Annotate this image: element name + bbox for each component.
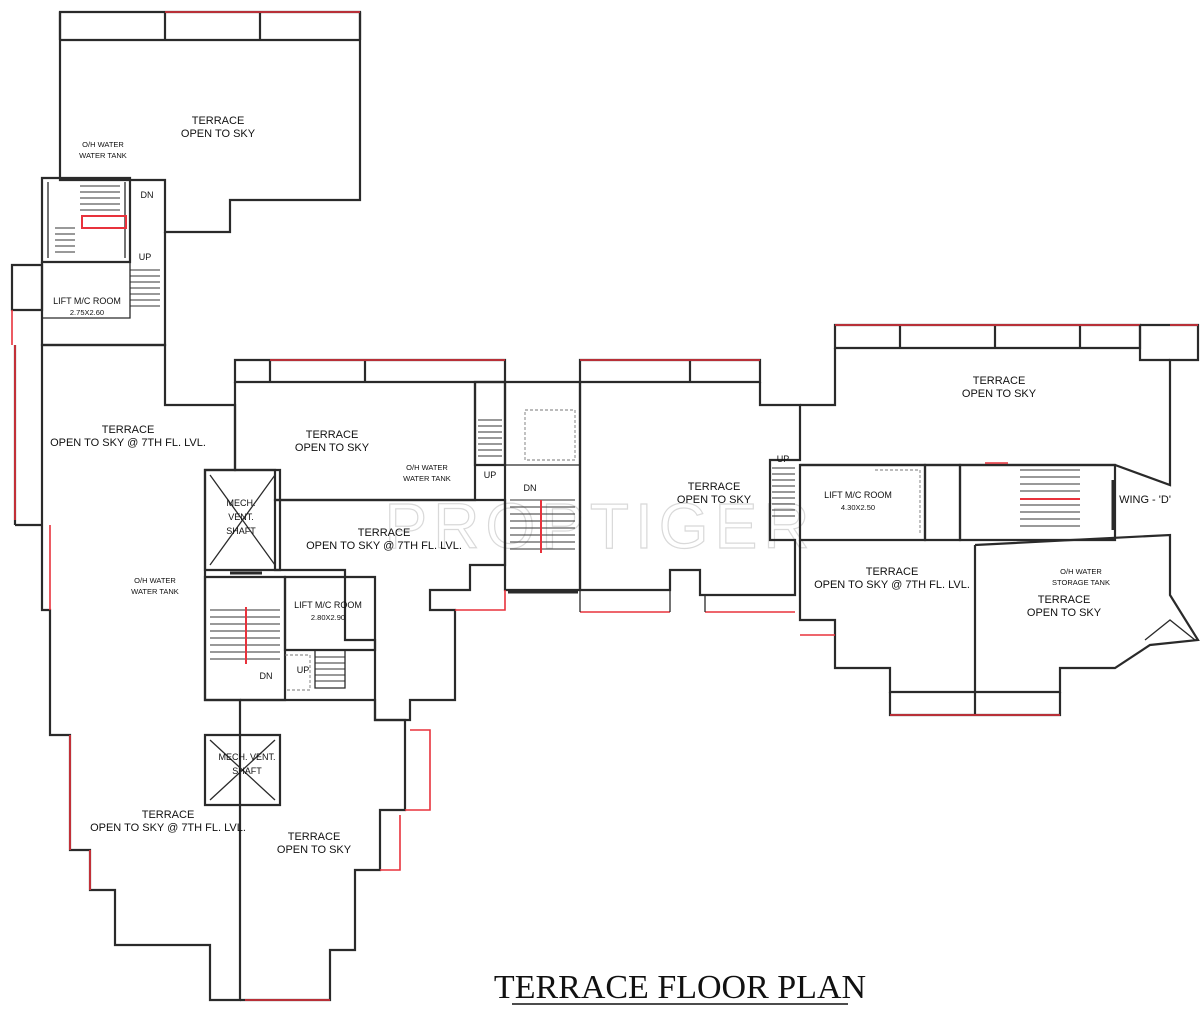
svg-text:OPEN TO SKY: OPEN TO SKY — [1027, 607, 1102, 619]
label-terrace-right-central: TERRACE — [688, 481, 741, 493]
svg-text:OPEN TO SKY: OPEN TO SKY — [962, 388, 1037, 400]
label-terrace-central: TERRACE — [306, 429, 359, 441]
label-lift-room-3: LIFT M/C ROOM — [824, 490, 892, 500]
label-terrace-7th-right: TERRACE — [866, 566, 919, 578]
svg-text:OPEN TO SKY @ 7TH FL. LVL.: OPEN TO SKY @ 7TH FL. LVL. — [306, 540, 462, 552]
label-terrace-7th-left: TERRACE — [102, 424, 155, 436]
svg-text:WATER TANK: WATER TANK — [403, 474, 451, 483]
right-central-block — [578, 358, 802, 613]
label-oh-tank-central: O/H WATER — [406, 463, 448, 472]
svg-text:STORAGE TANK: STORAGE TANK — [1052, 578, 1110, 587]
central-block — [203, 358, 582, 1002]
svg-text:2.75X2.60: 2.75X2.60 — [70, 308, 104, 317]
label-up-central: UP — [484, 470, 497, 480]
label-lift-room-1: LIFT M/C ROOM — [53, 296, 121, 306]
svg-text:OPEN TO SKY @ 7TH FL. LVL.: OPEN TO SKY @ 7TH FL. LVL. — [90, 822, 246, 834]
label-up-top: UP — [139, 252, 152, 262]
label-oh-tank-top: O/H WATER — [82, 140, 124, 149]
stair-right-small — [772, 467, 795, 517]
label-wing: WING - 'D' — [1119, 494, 1171, 506]
label-storage-tank: O/H WATER — [1060, 567, 1102, 576]
stair-left-top — [55, 185, 160, 307]
svg-text:OPEN TO SKY @ 7TH FL. LVL.: OPEN TO SKY @ 7TH FL. LVL. — [814, 579, 970, 591]
stair-central-core — [510, 499, 575, 550]
label-dn-left: DN — [260, 671, 273, 681]
svg-text:2.80X2.90: 2.80X2.90 — [311, 613, 345, 622]
label-terrace-far-right: TERRACE — [1038, 594, 1091, 606]
room-labels: TERRACE OPEN TO SKY O/H WATER WATER TANK… — [50, 115, 1171, 856]
label-oh-tank-left: O/H WATER — [134, 576, 176, 585]
svg-text:4.30X2.50: 4.30X2.50 — [841, 503, 875, 512]
label-mech-shaft-2: MECH. VENT. — [218, 752, 275, 762]
label-lift-room-2: LIFT M/C ROOM — [294, 600, 362, 610]
label-up-right: UP — [777, 454, 790, 464]
stair-central-small — [478, 419, 502, 457]
svg-text:WATER TANK: WATER TANK — [79, 151, 127, 160]
label-dn-top: DN — [141, 190, 154, 200]
label-terrace-bottom: TERRACE — [288, 831, 341, 843]
svg-text:OPEN TO SKY: OPEN TO SKY — [277, 844, 352, 856]
label-terrace-7th-central: TERRACE — [358, 527, 411, 539]
svg-text:OPEN TO SKY: OPEN TO SKY — [677, 494, 752, 506]
label-terrace-right: TERRACE — [973, 375, 1026, 387]
svg-text:VENT.: VENT. — [228, 512, 254, 522]
left-tower-top — [10, 10, 362, 347]
svg-text:OPEN TO SKY: OPEN TO SKY — [295, 442, 370, 454]
svg-text:WATER TANK: WATER TANK — [131, 587, 179, 596]
right-wing — [798, 323, 1200, 717]
stair-right-core — [1020, 469, 1080, 527]
plan-title: TERRACE FLOOR PLAN — [494, 969, 866, 1006]
svg-text:OPEN TO SKY: OPEN TO SKY — [181, 128, 256, 140]
label-dn-central: DN — [524, 483, 537, 493]
svg-text:SHAFT: SHAFT — [226, 526, 256, 536]
svg-text:SHAFT: SHAFT — [232, 766, 262, 776]
label-up-left: UP — [297, 665, 310, 675]
watermark: PROPTIGER — [385, 490, 816, 562]
label-terrace-top: TERRACE — [192, 115, 245, 127]
svg-text:OPEN TO SKY @ 7TH FL. LVL.: OPEN TO SKY @ 7TH FL. LVL. — [50, 437, 206, 449]
label-mech-shaft-1: MECH. — [227, 498, 256, 508]
label-terrace-7th-bottom: TERRACE — [142, 809, 195, 821]
